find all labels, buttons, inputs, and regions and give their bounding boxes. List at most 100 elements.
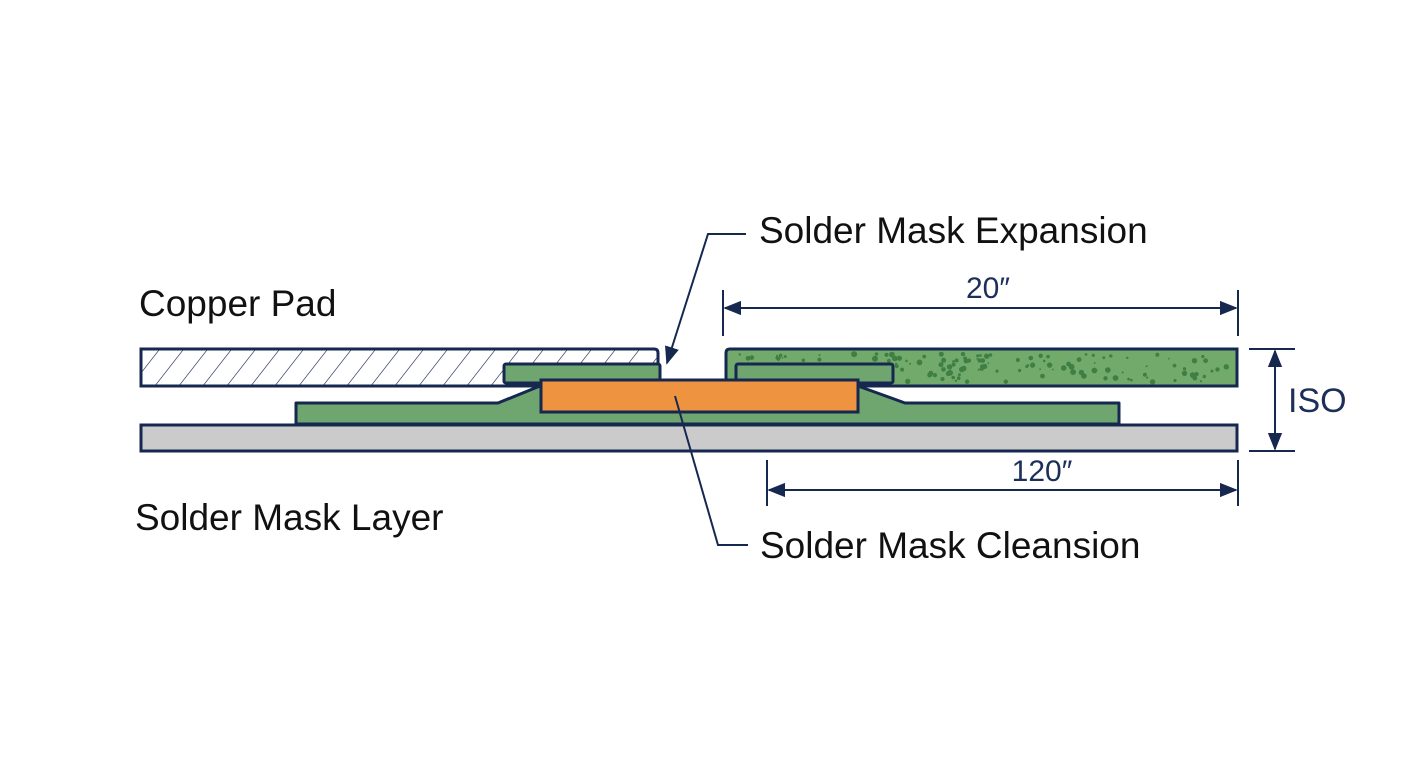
texture-dot: [889, 351, 895, 358]
texture-dot: [916, 359, 923, 366]
texture-dot: [1215, 367, 1220, 372]
texture-dot: [1109, 354, 1113, 358]
texture-dot: [894, 362, 898, 366]
texture-dot: [1081, 373, 1087, 379]
texture-dot: [954, 358, 959, 363]
texture-dot: [976, 354, 980, 358]
texture-dot: [1182, 367, 1187, 371]
texture-dot: [738, 353, 741, 356]
texture-dot: [946, 364, 953, 370]
texture-dot: [1103, 376, 1108, 381]
texture-dot: [1172, 363, 1177, 368]
texture-dot: [951, 362, 956, 367]
texture-dot: [801, 358, 806, 363]
texture-dot: [987, 362, 990, 365]
texture-dot: [1015, 357, 1021, 363]
texture-dot: [1046, 362, 1053, 368]
texture-dot: [1105, 367, 1111, 373]
texture-dot: [988, 353, 993, 357]
texture-dot: [1003, 379, 1008, 384]
texture-dot: [1070, 369, 1076, 375]
cleansion-leader-line: [674, 395, 748, 546]
dim-120-label: 120″: [1012, 455, 1073, 488]
texture-dot: [1084, 353, 1088, 356]
texture-dot: [1039, 368, 1041, 370]
texture-dot: [922, 354, 927, 359]
texture-dot: [1173, 378, 1177, 383]
texture-dot: [1146, 376, 1149, 379]
solder-mask-expansion-label: Solder Mask Expansion: [759, 210, 1148, 251]
texture-dot: [775, 356, 778, 360]
texture-dot: [927, 372, 933, 378]
texture-dot: [1168, 357, 1170, 360]
texture-dot: [1145, 365, 1148, 368]
texture-dot: [1191, 358, 1198, 364]
texture-dot: [1040, 373, 1045, 379]
texture-dot: [977, 368, 980, 371]
texture-dot: [1201, 354, 1205, 359]
texture-dot: [941, 357, 947, 363]
texture-dot: [1202, 374, 1207, 379]
solder-mask-cleansion-label: Solder Mask Cleansion: [760, 525, 1140, 566]
texture-dot: [884, 352, 889, 357]
texture-dot: [781, 356, 784, 359]
texture-dot: [1091, 353, 1095, 357]
texture-dot: [960, 351, 966, 357]
texture-dot: [1042, 359, 1046, 363]
texture-dot: [887, 358, 891, 363]
solder-mask-layer-label: Solder Mask Layer: [135, 497, 443, 538]
texture-dot: [1203, 358, 1208, 364]
texture-dot: [964, 379, 970, 384]
texture-dot: [938, 362, 944, 368]
texture-dot: [940, 376, 945, 382]
texture-dot: [1127, 377, 1130, 381]
texture-dot: [1066, 361, 1071, 367]
texture-dot: [777, 356, 781, 360]
texture-dot: [897, 355, 901, 359]
texture-dot: [817, 357, 822, 362]
texture-dot: [1076, 357, 1082, 362]
texture-dot: [1199, 380, 1202, 383]
texture-dot: [892, 355, 898, 362]
texture-dot: [778, 353, 783, 357]
texture-dot: [945, 371, 951, 377]
texture-dot: [818, 354, 821, 356]
texture-dot: [977, 358, 982, 363]
dim-20-label: 20″: [966, 272, 1010, 305]
texture-dot: [900, 367, 905, 372]
texture-dot: [894, 364, 899, 369]
texture-dot: [954, 379, 958, 382]
expansion-leader-line: [665, 233, 746, 365]
texture-dot: [951, 375, 955, 380]
iso-label: ISO: [1288, 382, 1347, 420]
texture-dot: [1194, 371, 1199, 377]
texture-dot: [1018, 368, 1022, 373]
texture-dot: [984, 353, 990, 359]
texture-dot: [952, 360, 955, 363]
texture-dot: [874, 352, 879, 356]
texture-dot: [980, 364, 984, 369]
texture-dot: [1062, 366, 1065, 369]
texture-dot: [957, 373, 961, 377]
texture-dot: [1189, 372, 1196, 378]
texture-dot: [1091, 367, 1098, 374]
texture-dot: [1052, 368, 1054, 371]
texture-dot: [1102, 356, 1106, 360]
texture-dot: [749, 355, 755, 360]
texture-dot: [1126, 356, 1129, 359]
texture-dot: [995, 369, 999, 373]
texture-dot: [1038, 353, 1043, 358]
copper-pad-label: Copper Pad: [139, 283, 336, 324]
texture-dot: [932, 373, 938, 378]
texture-dot: [1149, 379, 1156, 385]
texture-dot: [956, 376, 961, 381]
texture-dot: [976, 358, 979, 360]
texture-dot: [1142, 372, 1147, 377]
texture-dot: [1181, 370, 1188, 376]
texture-dot: [1093, 362, 1096, 364]
texture-dot: [1112, 375, 1119, 381]
copper-core: [539, 378, 860, 414]
texture-dot: [905, 359, 908, 363]
texture-dot: [941, 367, 946, 372]
